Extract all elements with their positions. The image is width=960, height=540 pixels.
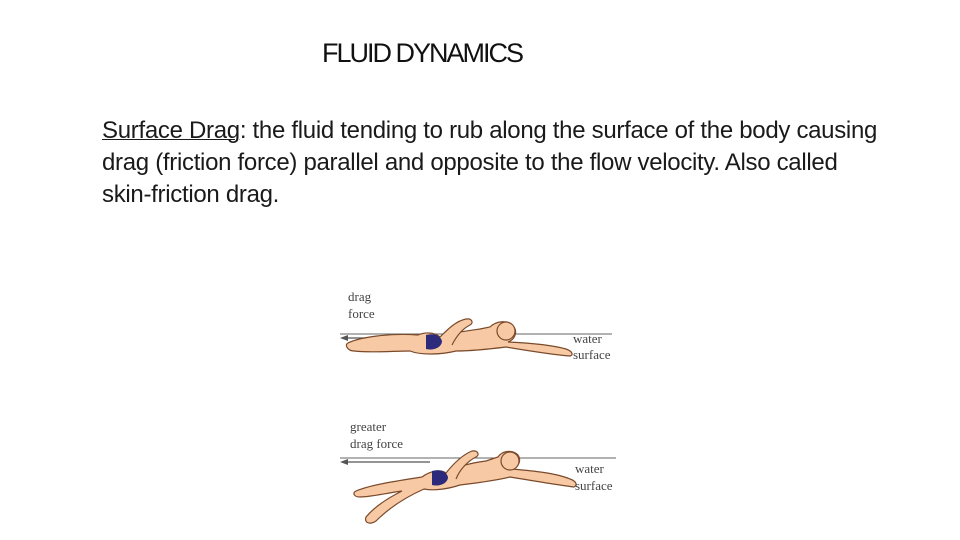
bottom-swimmer bbox=[353, 450, 577, 524]
swimmer-drag-figure: drag force water surface greater drag fo… bbox=[340, 289, 616, 524]
bottom-swimmer-panel: greater drag force water surface bbox=[340, 419, 616, 524]
term-surface-drag: Surface Drag bbox=[102, 117, 240, 144]
bottom-swimsuit bbox=[432, 470, 448, 486]
top-surface-label-1: water bbox=[573, 331, 603, 346]
definition-text: : the fluid tending to rub along the sur… bbox=[102, 117, 878, 208]
bottom-drag-arrowhead bbox=[340, 459, 348, 465]
top-swimmer-panel: drag force water surface bbox=[340, 289, 612, 362]
top-swimsuit bbox=[426, 334, 442, 350]
top-force-label-1: drag bbox=[348, 289, 372, 304]
bottom-surface-label-1: water bbox=[575, 461, 605, 476]
definition-paragraph: Surface Drag: the fluid tending to rub a… bbox=[102, 115, 892, 211]
top-force-label-2: force bbox=[348, 306, 375, 321]
bottom-force-label-2: drag force bbox=[350, 436, 403, 451]
top-surface-label-2: surface bbox=[573, 347, 611, 362]
bottom-surface-label-2: surface bbox=[575, 478, 613, 493]
top-swimmer bbox=[345, 318, 573, 357]
top-drag-arrowhead bbox=[340, 335, 348, 341]
slide-title: FLUID DYNAMICS bbox=[322, 38, 524, 68]
bottom-force-label-1: greater bbox=[350, 419, 387, 434]
